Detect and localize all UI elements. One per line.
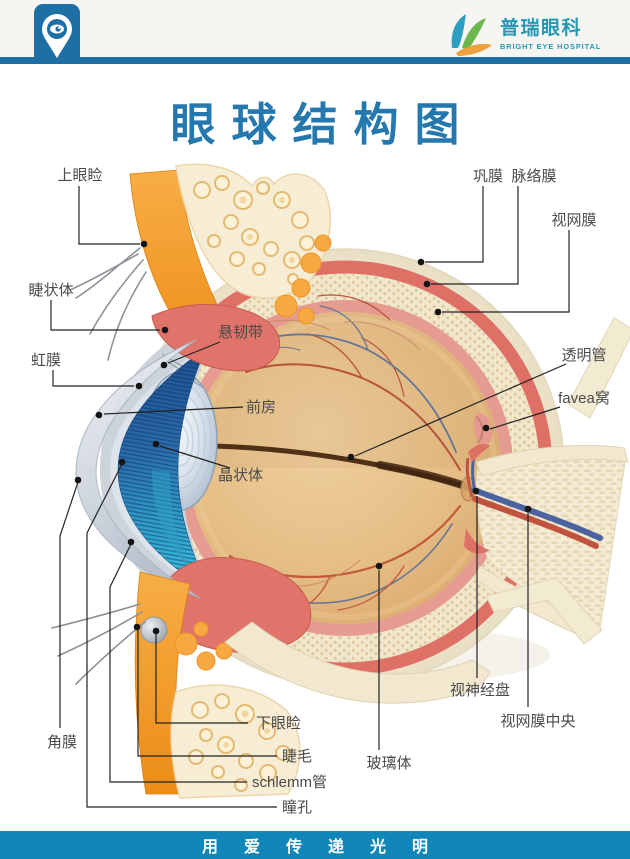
label-retina: 视网膜 [551, 212, 596, 229]
lower-gland-cores [223, 710, 270, 748]
central-retinal-artery [472, 496, 599, 549]
label-lower-eyelid: 下眼睑 [256, 715, 301, 732]
orbital-tissue [485, 317, 630, 645]
hospital-subtitle: BRIGHT EYE HOSPITAL [500, 42, 601, 51]
leader-ciliary-body [50, 300, 169, 334]
leader-cornea [59, 476, 82, 728]
vessel-bend-red [465, 457, 474, 498]
fovea-notch [475, 415, 484, 444]
label-central-retina: 视网膜中央 [500, 713, 575, 730]
label-suspensory-ligament: 悬韧带 [218, 324, 263, 341]
hospital-logo-mark [451, 14, 492, 56]
leader-anterior-chamber [95, 406, 244, 419]
cornea-dome [75, 339, 201, 599]
leader-central-retina [524, 505, 532, 707]
label-hyaloid-canal: 透明管 [561, 347, 606, 364]
leader-lower-eyelid [152, 627, 248, 724]
hyaloid-canal-wide-end [376, 461, 472, 491]
leader-eyelashes [133, 623, 277, 757]
label-schlemm-canal: schlemm管 [252, 774, 327, 791]
central-retinal-vein [471, 487, 603, 541]
nerve-sheath-top [475, 444, 629, 477]
leader-upper-eyelid [78, 186, 148, 248]
label-sclera: 巩膜 [473, 168, 503, 185]
header-divider-line [0, 57, 630, 64]
hospital-logo: 普瑞眼科 BRIGHT EYE HOSPITAL [451, 14, 601, 56]
leader-retina [434, 230, 570, 316]
header-strip [0, 0, 630, 57]
label-fovea: favea窝 [558, 389, 610, 407]
iris-striations [118, 348, 208, 590]
label-iris: 虹膜 [31, 352, 61, 369]
lower-fat-lobules [174, 621, 233, 671]
annotations: 上眼睑 睫状体 虹膜 悬韧带 前房 晶状体 [28, 167, 609, 816]
label-anterior-chamber: 前房 [246, 399, 276, 416]
label-vitreous: 玻璃体 [366, 755, 411, 772]
leader-optic-disc [472, 487, 480, 678]
poster-title: 眼球结构图 [170, 99, 476, 150]
inferior-muscle-strip [485, 577, 603, 645]
leader-hyaloid-canal [347, 363, 567, 461]
eye-location-pin-icon [34, 4, 80, 64]
label-optic-disc: 视神经盘 [450, 681, 510, 699]
lower-lid-margin-strip [224, 621, 491, 704]
leader-vitreous [375, 562, 383, 750]
iris-teal-overlay [152, 470, 190, 568]
footer-bar: 用爱传递光明 [0, 831, 630, 859]
leader-sclera [417, 186, 484, 266]
leader-suspensory-ligament [160, 341, 221, 369]
leader-iris [52, 370, 143, 390]
leader-choroid [423, 186, 519, 288]
label-eyelashes: 睫毛 [282, 748, 312, 765]
upper-fat-lobules [274, 234, 332, 325]
upper-gland-cores [239, 196, 295, 263]
superior-muscle-strip [567, 317, 630, 419]
leader-pupil [86, 458, 277, 808]
lower-eyelashes [51, 603, 146, 685]
label-cornea: 角膜 [47, 734, 77, 751]
upper-eyelashes [69, 247, 147, 361]
label-ciliary-body: 睫状体 [28, 282, 73, 299]
lower-eyelid-tissue [51, 571, 491, 799]
label-upper-eyelid: 上眼睑 [57, 167, 102, 184]
hospital-name: 普瑞眼科 [500, 16, 582, 39]
leader-schlemm-canal [109, 538, 247, 783]
leader-fovea [482, 406, 561, 432]
label-lens: 晶状体 [218, 467, 263, 484]
choroid-hook-bottom [464, 528, 490, 554]
choroid-hook-top [468, 444, 490, 462]
label-pupil: 瞳孔 [282, 798, 312, 816]
label-choroid: 脉络膜 [511, 168, 556, 185]
anterior-segment [75, 304, 312, 653]
footer-slogan: 用爱传递光明 [201, 839, 454, 856]
leader-lens [152, 440, 231, 469]
vitreous-body [189, 312, 501, 624]
